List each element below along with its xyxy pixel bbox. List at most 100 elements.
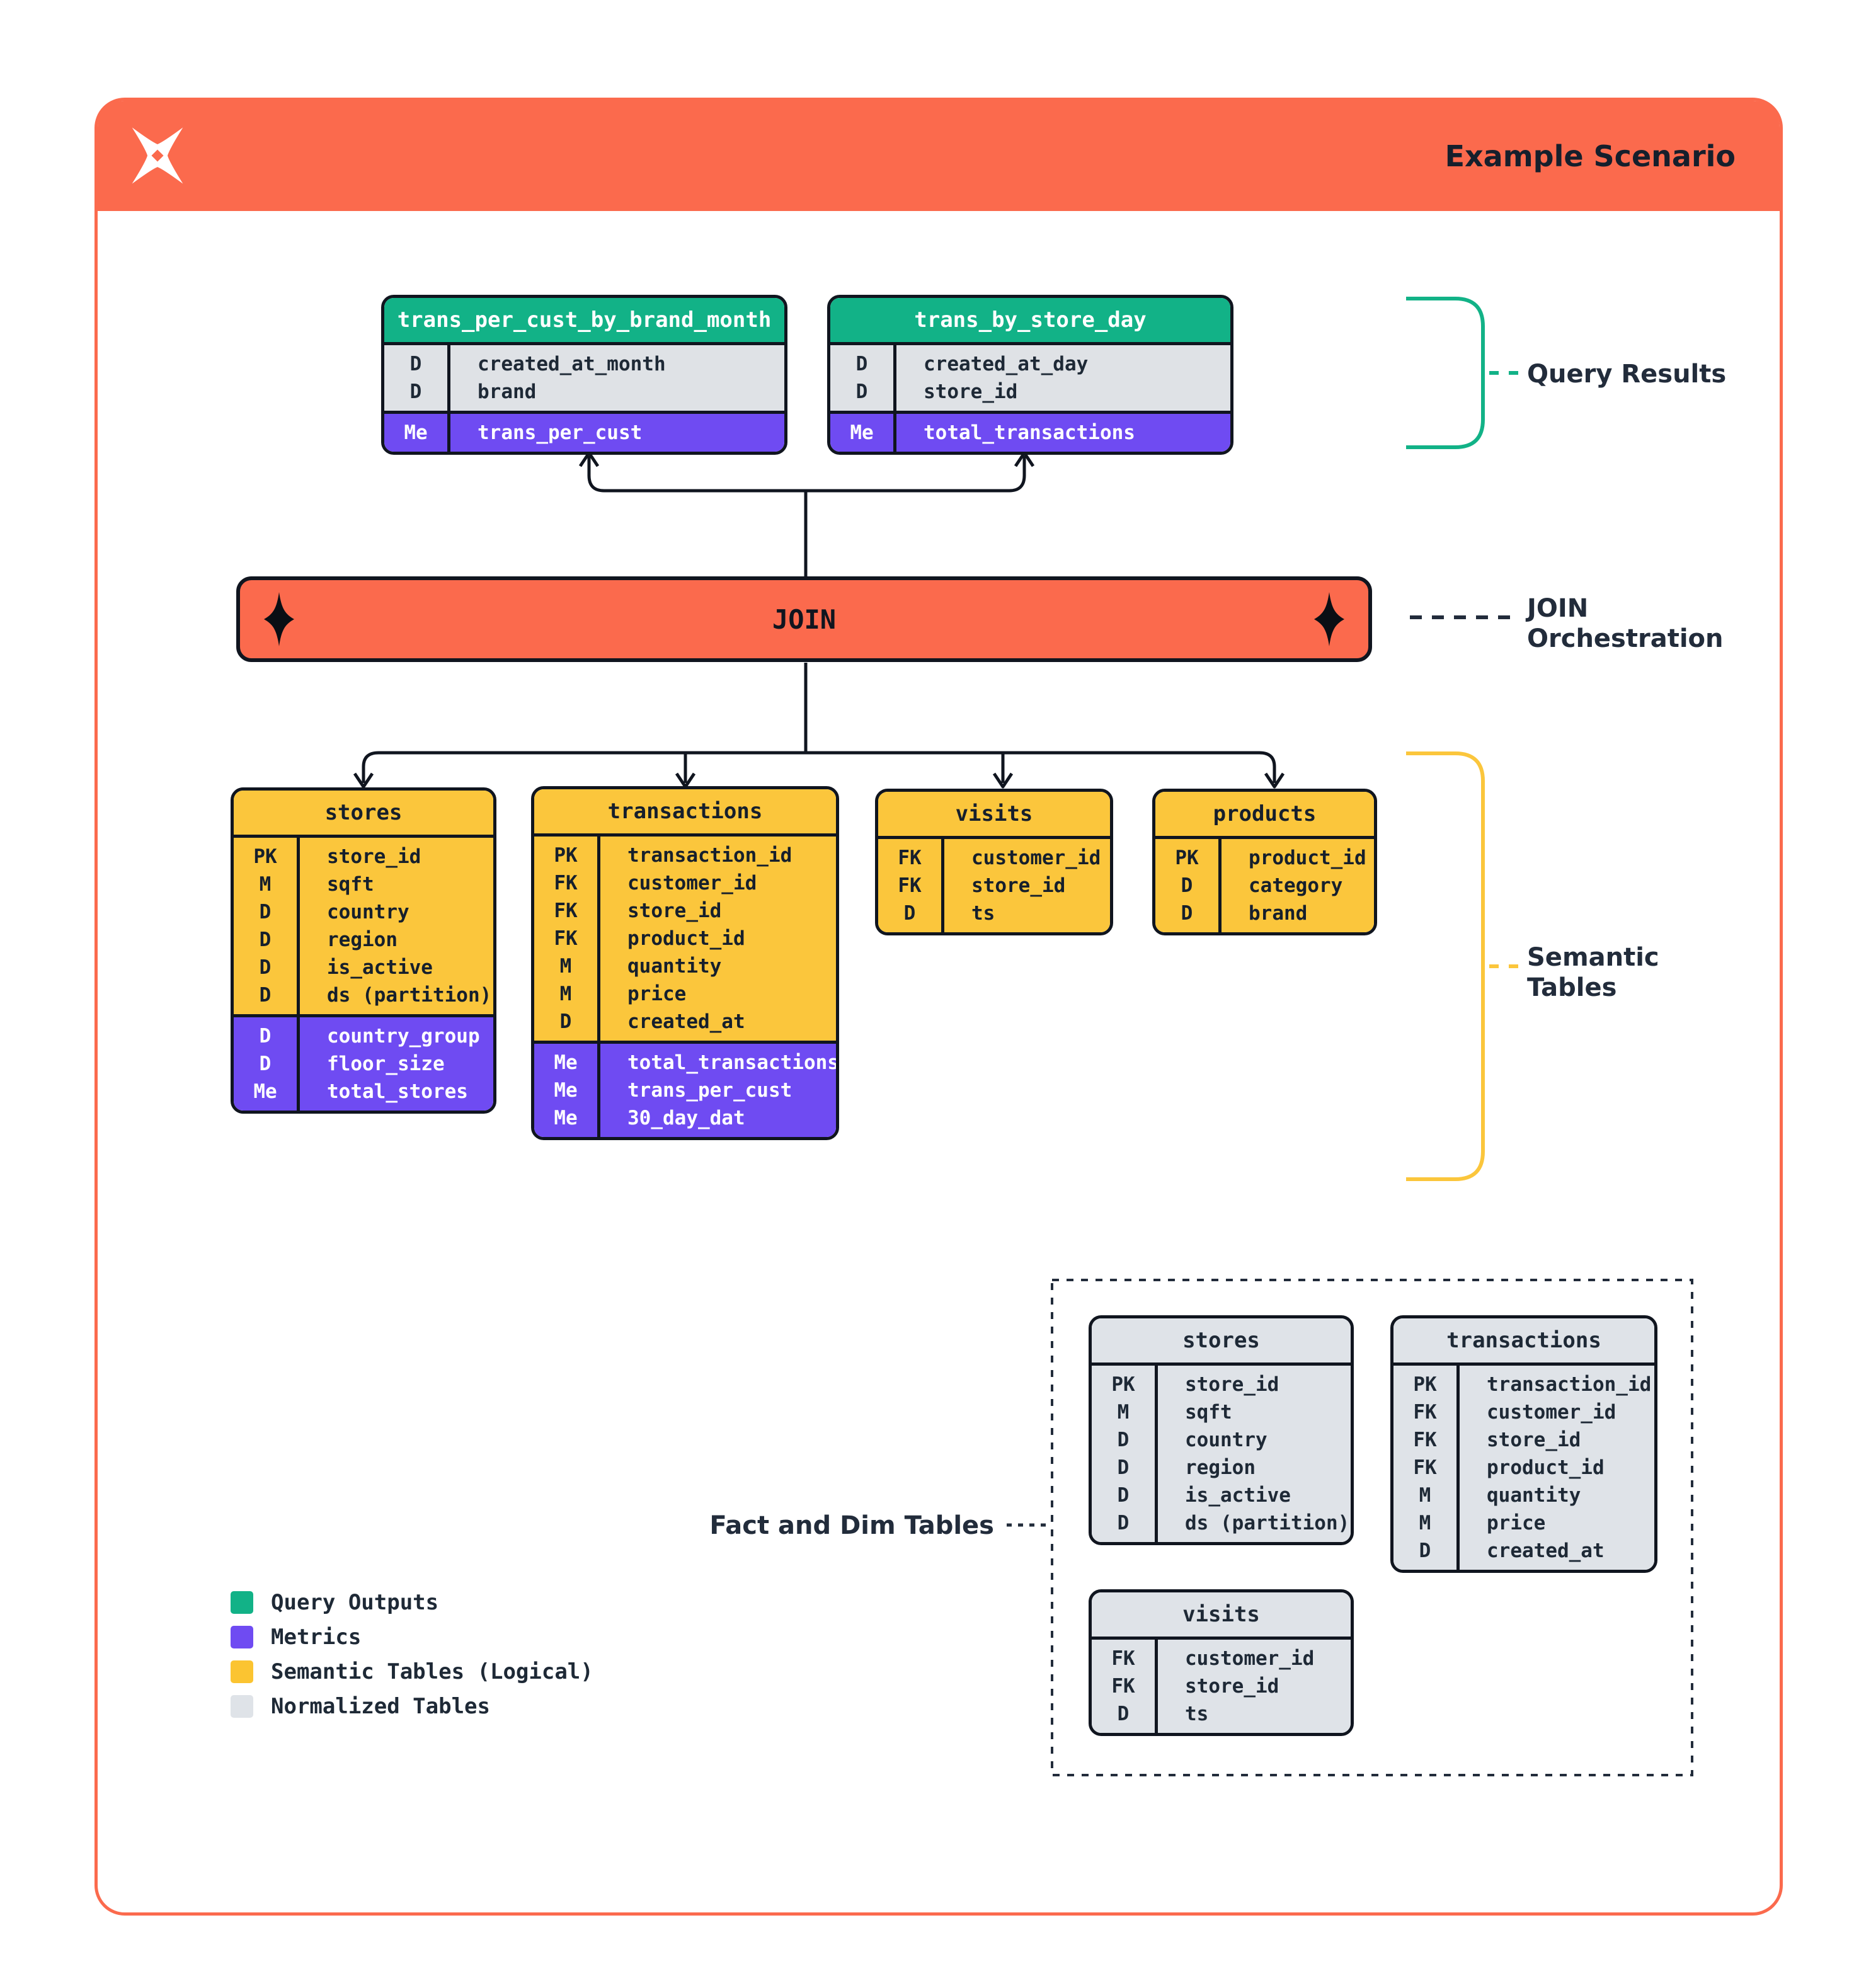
row-field: quantity bbox=[1487, 1484, 1581, 1507]
row-key: D bbox=[1117, 1484, 1130, 1507]
table-title: transactions bbox=[534, 789, 836, 837]
row-field: total_transactions bbox=[924, 421, 1135, 444]
row-key: FK bbox=[898, 847, 922, 869]
row-field: price bbox=[627, 983, 687, 1005]
row-field: region bbox=[327, 928, 398, 951]
row-key: D bbox=[259, 928, 272, 951]
row-key: Me bbox=[554, 1107, 578, 1129]
fact-dim-tables-label: Fact and Dim Tables bbox=[709, 1511, 994, 1540]
row-key: D bbox=[409, 353, 422, 375]
page-title: Example Scenario bbox=[1445, 139, 1736, 173]
table-title: stores bbox=[234, 791, 493, 838]
table-title: visits bbox=[1092, 1592, 1351, 1640]
row-key: M bbox=[259, 873, 272, 896]
table-title: stores bbox=[1092, 1318, 1351, 1366]
row-key: D bbox=[903, 902, 916, 925]
table-title: visits bbox=[878, 792, 1110, 839]
row-key: FK bbox=[1413, 1429, 1437, 1451]
row-key: PK bbox=[554, 844, 578, 867]
row-key: D bbox=[259, 901, 272, 923]
row-field: category bbox=[1249, 874, 1343, 897]
row-field: total_stores bbox=[327, 1080, 468, 1103]
row-field: store_id bbox=[627, 900, 722, 922]
row-field: country bbox=[1185, 1429, 1267, 1451]
row-field: quantity bbox=[627, 955, 722, 978]
row-key: M bbox=[1419, 1512, 1431, 1534]
row-key: D bbox=[855, 353, 868, 375]
row-field: transaction_id bbox=[1487, 1373, 1652, 1396]
join-orchestration-label: JOIN Orchestration bbox=[1527, 593, 1723, 654]
table-row: FK store_id bbox=[1393, 1426, 1654, 1454]
row-field: ts bbox=[971, 902, 995, 925]
row-key: D bbox=[259, 1053, 272, 1075]
row-field: floor_size bbox=[327, 1053, 445, 1075]
row-field: is_active bbox=[327, 956, 433, 979]
row-field: trans_per_cust bbox=[627, 1079, 792, 1102]
row-field: ts bbox=[1185, 1703, 1209, 1725]
row-field: store_id bbox=[1185, 1373, 1279, 1396]
row-key: D bbox=[1117, 1429, 1130, 1451]
row-field: customer_id bbox=[627, 872, 757, 894]
join-bar: JOIN bbox=[236, 576, 1372, 662]
diamond-icon bbox=[1314, 592, 1344, 646]
query-results-label: Query Results bbox=[1527, 360, 1727, 389]
table-row: Me 30_day_dat bbox=[534, 1104, 836, 1132]
row-key: D bbox=[409, 380, 422, 403]
row-key: FK bbox=[554, 872, 578, 894]
legend-label: Normalized Tables bbox=[271, 1693, 490, 1719]
row-key: Me bbox=[554, 1079, 578, 1102]
row-field: created_at bbox=[1487, 1540, 1605, 1562]
row-key: M bbox=[1419, 1484, 1431, 1507]
row-field: customer_id bbox=[971, 847, 1101, 869]
legend-item: Query Outputs bbox=[231, 1585, 593, 1620]
table-row: Me total_transactions bbox=[830, 419, 1230, 447]
row-field: 30_day_dat bbox=[627, 1107, 745, 1129]
row-field: brand bbox=[478, 380, 537, 403]
row-key: FK bbox=[898, 874, 922, 897]
legend-label: Metrics bbox=[271, 1624, 362, 1650]
row-key: Me bbox=[850, 421, 874, 444]
semantic-tables-swatch-icon bbox=[231, 1660, 253, 1683]
row-key: D bbox=[259, 984, 272, 1007]
row-key: D bbox=[1419, 1540, 1431, 1562]
row-field: store_id bbox=[1487, 1429, 1581, 1451]
row-key: D bbox=[259, 956, 272, 979]
row-key: PK bbox=[1111, 1373, 1135, 1396]
legend-item: Normalized Tables bbox=[231, 1689, 593, 1723]
row-field: created_at_month bbox=[478, 353, 666, 375]
row-field: country bbox=[327, 901, 409, 923]
row-field: product_id bbox=[627, 927, 745, 950]
row-field: store_id bbox=[1185, 1675, 1279, 1698]
row-field: product_id bbox=[1249, 847, 1366, 869]
